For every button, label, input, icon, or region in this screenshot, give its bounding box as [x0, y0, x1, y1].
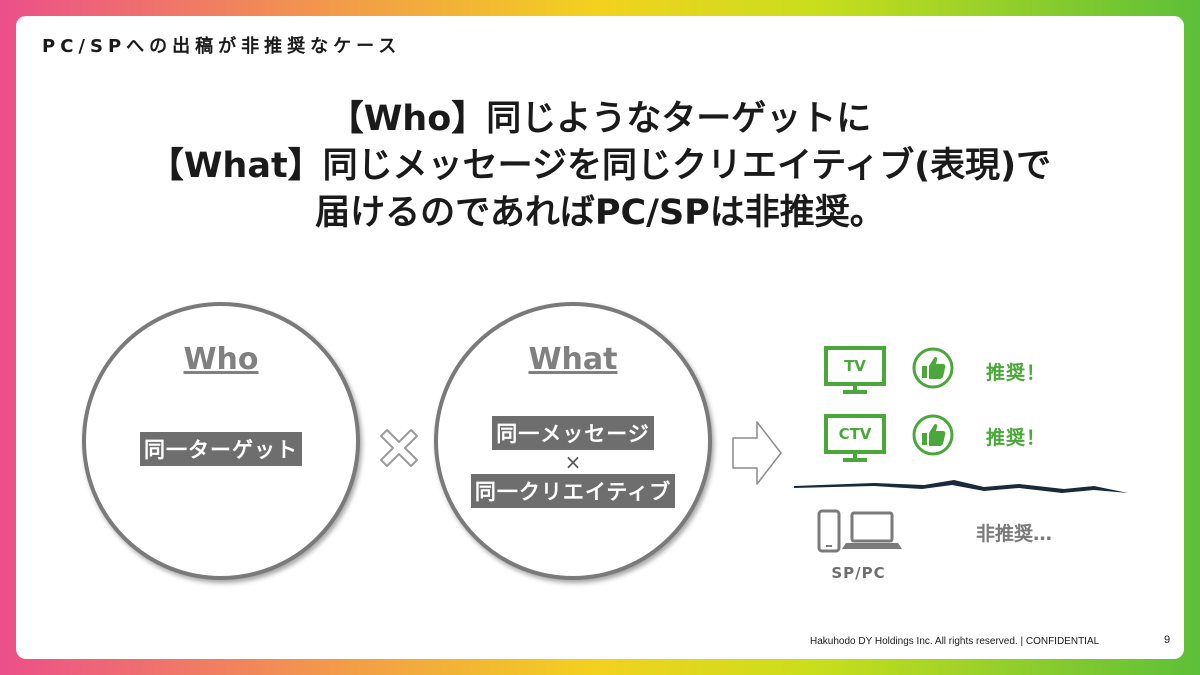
times-symbol: ×	[564, 450, 582, 474]
headline-line-2: 【What】同じメッセージを同じクリエイティブ(表現)で	[148, 146, 1052, 186]
thumbs-up-icon	[912, 414, 954, 456]
who-title: Who	[183, 342, 259, 377]
ctv-icon: CTV	[824, 414, 886, 468]
sp-pc-status: 非推奨…	[976, 523, 1053, 545]
arrow-right-icon	[732, 421, 782, 485]
footer-copyright: Hakuhodo DY Holdings Inc. All rights res…	[810, 636, 1100, 647]
ctv-status: 推奨！	[986, 427, 1047, 449]
smartphone-laptop-icon	[817, 509, 902, 553]
tv-icon: TV	[824, 346, 886, 400]
headline-line-1: 【Who】同じようなターゲットに	[328, 99, 872, 139]
slide-card: PC/SPへの出稿が非推奨なケース 【Who】同じようなターゲットに 【What…	[16, 16, 1184, 659]
headline-line-3: 届けるのであればPC/SPは非推奨。	[315, 193, 885, 233]
divider-line	[794, 480, 1128, 493]
page-number: 9	[1164, 634, 1171, 646]
section-title: PC/SPへの出稿が非推奨なケース	[42, 36, 402, 57]
what-title: What	[528, 342, 618, 377]
multiply-icon	[380, 429, 418, 467]
who-circle: Who 同一ターゲット	[82, 302, 360, 580]
who-label: 同一ターゲット	[140, 432, 302, 466]
headline: 【Who】同じようなターゲットに 【What】同じメッセージを同じクリエイティブ…	[16, 96, 1184, 237]
tv-status: 推奨！	[986, 362, 1047, 384]
thumbs-up-icon	[912, 347, 954, 389]
what-circle: What 同一メッセージ × 同一クリエイティブ	[434, 302, 712, 580]
tv-label: TV	[844, 357, 866, 375]
what-label-message: 同一メッセージ	[492, 416, 654, 450]
ctv-label: CTV	[838, 425, 872, 443]
what-label-creative: 同一クリエイティブ	[470, 474, 676, 508]
sp-pc-label: SP/PC	[831, 564, 886, 582]
